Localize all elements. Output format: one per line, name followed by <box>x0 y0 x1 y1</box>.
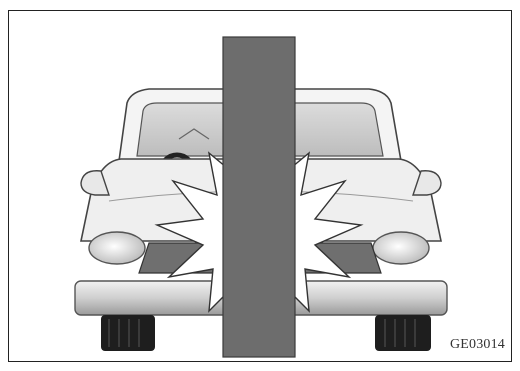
right-side-mirror <box>412 170 442 196</box>
figure-frame: GE03014 <box>8 10 512 362</box>
car-collision-illustration <box>74 36 448 358</box>
left-front-tire <box>101 315 155 351</box>
right-front-tire <box>375 315 431 351</box>
figure-code-label: GE03014 <box>449 337 505 352</box>
left-headlight <box>88 231 146 265</box>
right-headlight <box>372 231 430 265</box>
left-side-mirror <box>80 170 110 196</box>
interior-mirror <box>178 128 210 140</box>
pole-obstacle <box>222 36 296 358</box>
